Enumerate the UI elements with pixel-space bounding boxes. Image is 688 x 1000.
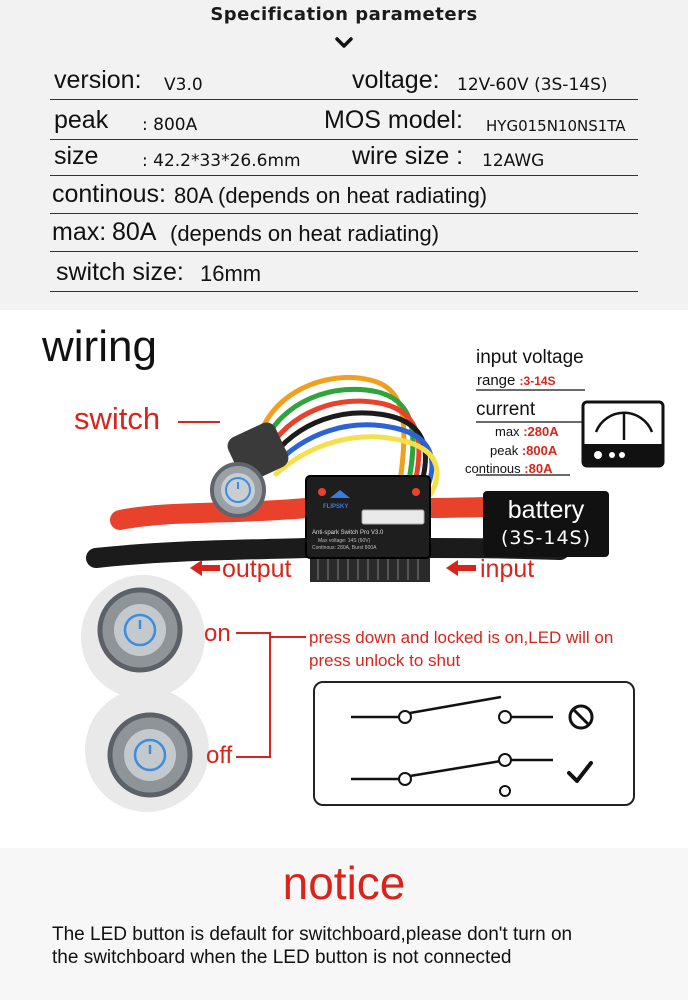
spec-row-continous: continous: 80A (depends on heat radiatin… [50, 178, 638, 214]
on-label: on [204, 620, 231, 647]
switch-board [305, 475, 431, 559]
spec-label: wire size : [352, 142, 464, 170]
notice-line2: the switchboard when the LED button is n… [52, 947, 512, 968]
switch-label: switch [74, 401, 161, 436]
max-value: :280A [523, 424, 559, 439]
gauge-icon [581, 400, 665, 468]
spec-value: 80A [112, 218, 157, 246]
switch-desc-line2: press unlock to shut [309, 651, 461, 670]
wiring-title: wiring [42, 322, 157, 371]
continous-value: :80A [524, 461, 553, 476]
battery-spec: (3S-14S) [500, 527, 592, 549]
black-wire-left [86, 538, 316, 568]
range-label: range :3-14S [477, 372, 556, 389]
continous-text: continous [465, 461, 521, 476]
spec-value: 12AWG [482, 151, 545, 171]
no-icon [568, 704, 594, 730]
spec-label: switch size: [56, 258, 184, 286]
spec-value: : 800A [142, 115, 198, 135]
spec-label: peak [54, 106, 109, 134]
notice-title: notice [282, 857, 406, 909]
range-value: :3-14S [519, 374, 556, 388]
input-voltage-label: input voltage [476, 347, 584, 368]
spec-value: HYG015N10NS1TA [486, 117, 626, 135]
spec-value: 16mm [200, 261, 262, 286]
off-label: off [206, 742, 233, 769]
spec-label: MOS model: [324, 106, 463, 134]
spec-label: size [54, 142, 99, 170]
switch-on-photo [81, 575, 205, 699]
spec-row-max: max: 80A (depends on heat radiating) [50, 216, 638, 252]
spec-label: voltage: [352, 66, 440, 94]
max-current: max :280A [495, 424, 559, 439]
spec-value: V3.0 [164, 75, 203, 95]
switch-off-photo [85, 688, 209, 812]
range-text: range [477, 372, 516, 389]
current-label: current [476, 399, 536, 420]
chevron-down-icon [335, 37, 353, 48]
input-arrow-icon [446, 560, 476, 576]
spec-section: Specification parameters version: V3.0 v… [0, 0, 688, 310]
spec-label: max: [52, 218, 107, 246]
peak-current: peak :800A [490, 443, 557, 458]
battery-label: battery [507, 496, 585, 524]
spec-row-version: version: V3.0 voltage: 12V-60V (3S-14S) [50, 64, 638, 100]
spec-value: (depends on heat radiating) [170, 221, 440, 246]
battery-badge: battery (3S-14S) [483, 491, 609, 557]
spec-value: 80A (depends on heat radiating) [174, 183, 488, 208]
notice-text: The LED button is default for switchboar… [52, 923, 652, 969]
check-icon [567, 761, 593, 783]
spec-row-peak: peak : 800A MOS model: HYG015N10NS1TA [50, 104, 638, 140]
board-line3: Continous: 280A, Burst 800A [312, 545, 377, 551]
spec-row-size: size : 42.2*33*26.6mm wire size : 12AWG [50, 140, 638, 176]
output-arrow-icon [190, 560, 220, 576]
switch-schematic-drawing [351, 695, 594, 797]
spec-value: 12V-60V (3S-14S) [457, 75, 608, 95]
spec-label: continous: [52, 180, 166, 208]
input-label: input [480, 555, 535, 583]
peak-value: :800A [521, 443, 558, 458]
notice-section [0, 848, 688, 1000]
spec-title: Specification parameters [210, 4, 478, 25]
board-brand: FLIPSKY [323, 504, 349, 510]
signal-wires [255, 375, 440, 498]
continous-current: continous :80A [465, 461, 552, 476]
switch-schematic [313, 681, 635, 806]
notice-line1: The LED button is default for switchboar… [52, 924, 573, 945]
led-switch-illustration [210, 422, 289, 518]
switch-desc-line1: press down and locked is on,LED will on [309, 628, 614, 647]
spec-value: : 42.2*33*26.6mm [142, 151, 301, 171]
board-name: Anti-spark Switch Pro V3.0 [312, 530, 384, 536]
output-label: output [222, 555, 292, 583]
max-text: max [495, 424, 520, 439]
spec-row-switch-size: switch size: 16mm [50, 256, 638, 292]
red-wire-left [110, 498, 316, 530]
peak-text: peak [490, 443, 519, 458]
board-line2: Max voltage: 14S (60V) [318, 538, 371, 544]
spec-label: version: [54, 66, 142, 94]
